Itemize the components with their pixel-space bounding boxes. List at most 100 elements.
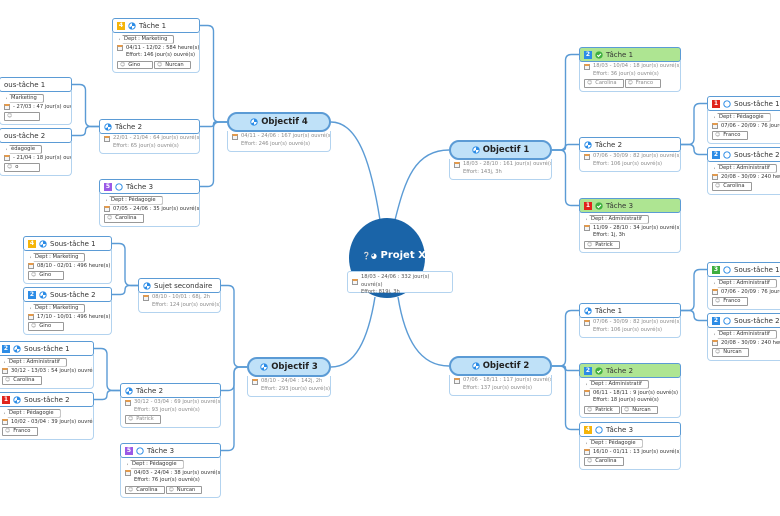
assignee-tag[interactable]: Gino — [117, 60, 153, 70]
assignee-tag[interactable]: Gino — [28, 322, 64, 331]
dept-tag: Dept : Administratif — [4, 358, 67, 367]
node-dates: 07/06 - 20/09 : 76 jour(s — [721, 288, 780, 295]
node-title: Sous-tâche 1 — [50, 239, 96, 248]
assignee-tag[interactable]: Carolina — [125, 485, 165, 495]
assignee-tag[interactable]: Patrick — [125, 415, 161, 424]
assignee-tag[interactable]: Nurcan — [621, 405, 658, 415]
node-header[interactable]: Tâche 2 — [99, 119, 200, 134]
assignee-tag[interactable]: Carolina — [712, 182, 752, 191]
dept-tag: Dept : Administratif — [586, 215, 649, 224]
assignee-tag[interactable]: Franco — [712, 297, 748, 306]
connector — [552, 365, 579, 431]
dept-tag: Dept : Pédagogie — [586, 439, 643, 448]
node-header[interactable]: Objectif 2 — [449, 356, 552, 376]
assignee-tag[interactable]: Patrick — [584, 405, 620, 415]
priority-5-icon: 5 — [125, 446, 133, 455]
assignee-tag[interactable] — [4, 112, 40, 121]
priority-4-icon: 4 — [584, 425, 592, 434]
assignee-tag[interactable]: Franco — [2, 427, 38, 436]
node-details: Marketing- 27/03 : 47 jour(s) ouvré(s) — [0, 91, 72, 125]
root-dates: 18/03 - 24/06 : 332 jour(s) ouvré(s) — [361, 274, 430, 288]
assignee-tag[interactable]: Nurcan — [154, 60, 191, 70]
assignee-tag[interactable]: Patrick — [584, 240, 620, 250]
assignee-tag[interactable]: Nurcan — [712, 348, 749, 357]
node-effort: Effort: 65 jour(s) ouvré(s) — [113, 142, 179, 149]
assignee-tag[interactable]: Carolina — [584, 457, 624, 466]
node-details: 07/06 - 30/09 : 82 jour(s) ouvré(s)Effor… — [579, 151, 681, 173]
calendar-icon — [584, 449, 590, 456]
assignee-tag[interactable]: Franco — [624, 79, 661, 88]
node-header[interactable]: Tâche 2 — [120, 383, 221, 398]
assignee-tag[interactable]: o — [4, 163, 40, 172]
assignee-tag[interactable]: Carolina — [2, 376, 42, 385]
done-check-icon — [595, 201, 603, 210]
node-title: Tâche 2 — [606, 366, 634, 375]
assignee-tag[interactable]: Nurcan — [165, 485, 203, 495]
node-header[interactable]: ous-tâche 2 — [0, 128, 72, 143]
progress-pie-icon — [39, 239, 47, 248]
node-details: 18/03 - 10/04 : 18 jour(s) ouvré(s)Effor… — [579, 61, 681, 92]
not-started-icon — [595, 425, 603, 434]
assignee-tag[interactable]: Carolina — [104, 214, 144, 223]
node-header[interactable]: ous-tâche 1 — [0, 77, 72, 92]
node-header[interactable]: Tâche 1 — [579, 303, 681, 318]
node-header[interactable]: Sujet secondaire — [138, 278, 221, 293]
dept-tag: Dept : Pédagogie — [106, 196, 163, 205]
node-title: Sous-tâche 2 — [734, 316, 780, 325]
root-title: ❔◕ Projet X — [349, 250, 439, 261]
assignee-tag[interactable]: Gino — [28, 271, 64, 280]
progress-icon: ◕ — [370, 252, 378, 260]
node-dates: 08/10 - 24/04 : 142j, 2h — [261, 378, 323, 384]
assignee-tag[interactable]: Carolina — [584, 79, 624, 88]
task-node[interactable]: ous-tâche 1 Marketing- 27/03 : 47 jour(s)… — [0, 77, 72, 125]
node-header[interactable]: Objectif 1 — [449, 140, 552, 160]
node-header[interactable]: Objectif 4 — [227, 112, 331, 132]
node-header[interactable]: Objectif 3 — [247, 357, 331, 377]
calendar-icon — [104, 206, 110, 213]
node-header[interactable]: Tâche 2 — [579, 137, 681, 152]
assignee-tag[interactable]: Franco — [712, 131, 748, 140]
node-title: ous-tâche 1 — [4, 80, 46, 89]
